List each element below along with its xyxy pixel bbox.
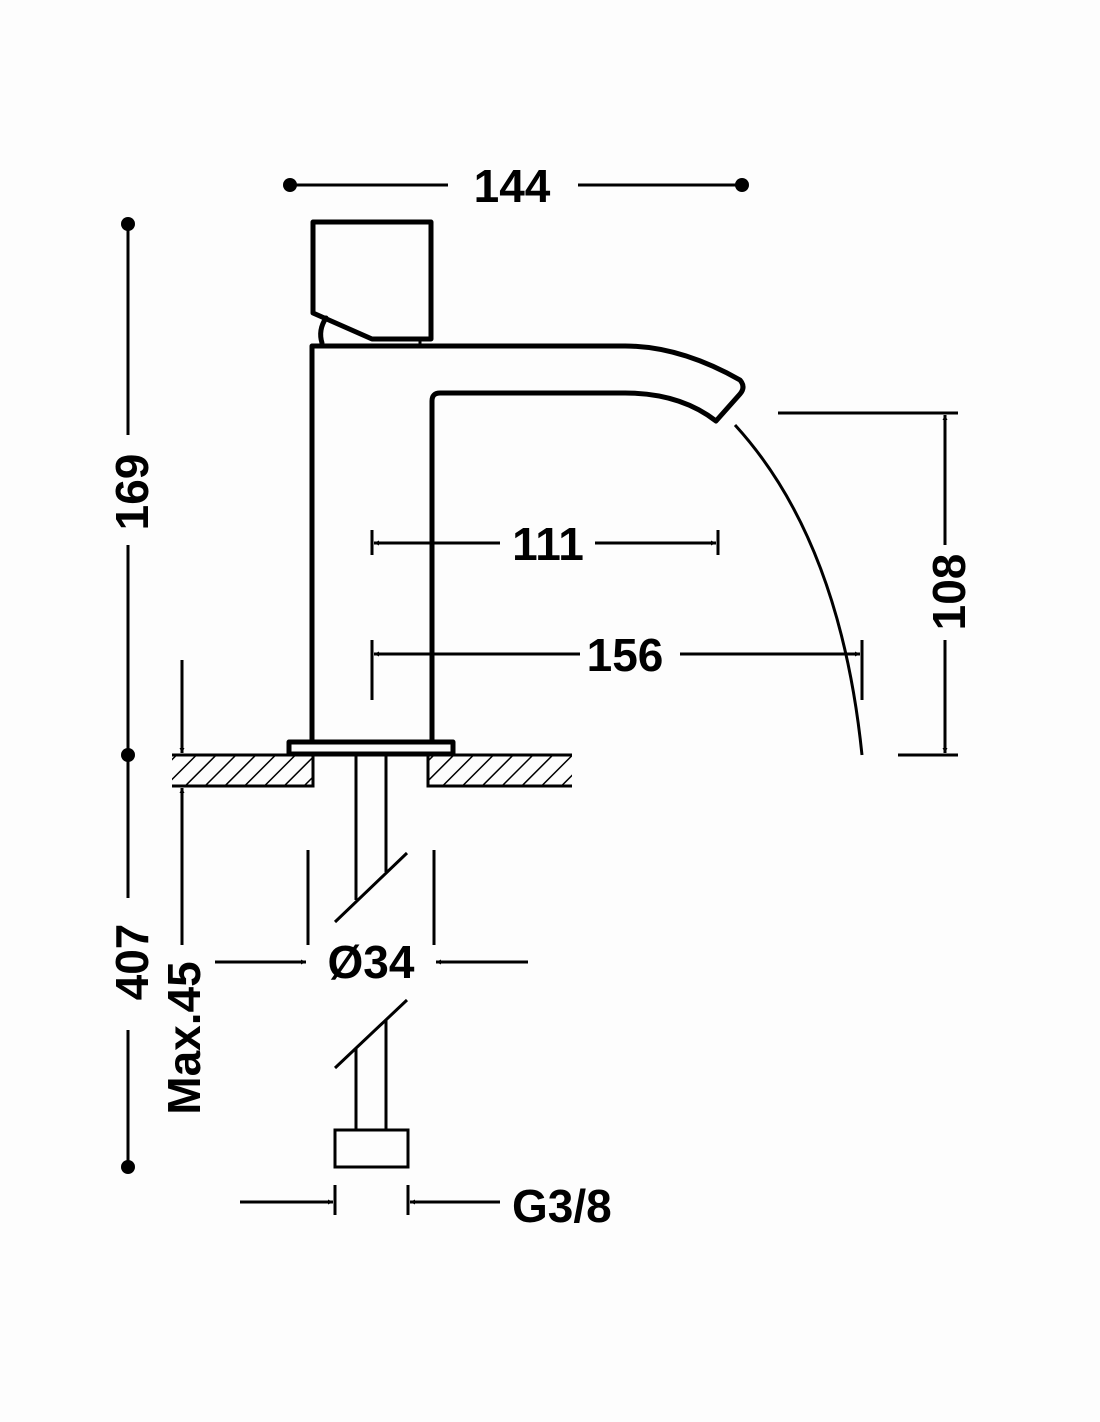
water-stream bbox=[733, 423, 864, 756]
dimension-clearance-108: 108 bbox=[778, 411, 975, 757]
label-108: 108 bbox=[923, 554, 975, 631]
label-g38: G3/8 bbox=[512, 1180, 612, 1232]
label-diameter-34: Ø34 bbox=[328, 936, 415, 988]
dimension-max-45: Max.45 bbox=[158, 660, 210, 1115]
supply-pipe bbox=[333, 755, 410, 1169]
base-plate bbox=[286, 739, 456, 757]
dimension-height-169-407: 169 407 bbox=[106, 217, 158, 1174]
label-max-45: Max.45 bbox=[158, 961, 210, 1114]
dimension-diameter-34: Ø34 bbox=[215, 850, 528, 988]
dimension-reach-111: 111 bbox=[370, 518, 720, 570]
faucet-handle bbox=[310, 219, 434, 346]
label-407: 407 bbox=[106, 924, 158, 1001]
dimension-width-144: 144 bbox=[283, 160, 749, 212]
faucet-body bbox=[309, 343, 746, 745]
label-144: 144 bbox=[474, 160, 551, 212]
dimension-thread-g38: G3/8 bbox=[240, 1180, 612, 1232]
label-111: 111 bbox=[512, 518, 584, 570]
connection-nut bbox=[333, 1128, 410, 1169]
dimension-reach-156: 156 bbox=[370, 629, 864, 700]
label-156: 156 bbox=[587, 629, 664, 681]
label-169: 169 bbox=[106, 454, 158, 531]
countertop-section bbox=[172, 753, 572, 788]
